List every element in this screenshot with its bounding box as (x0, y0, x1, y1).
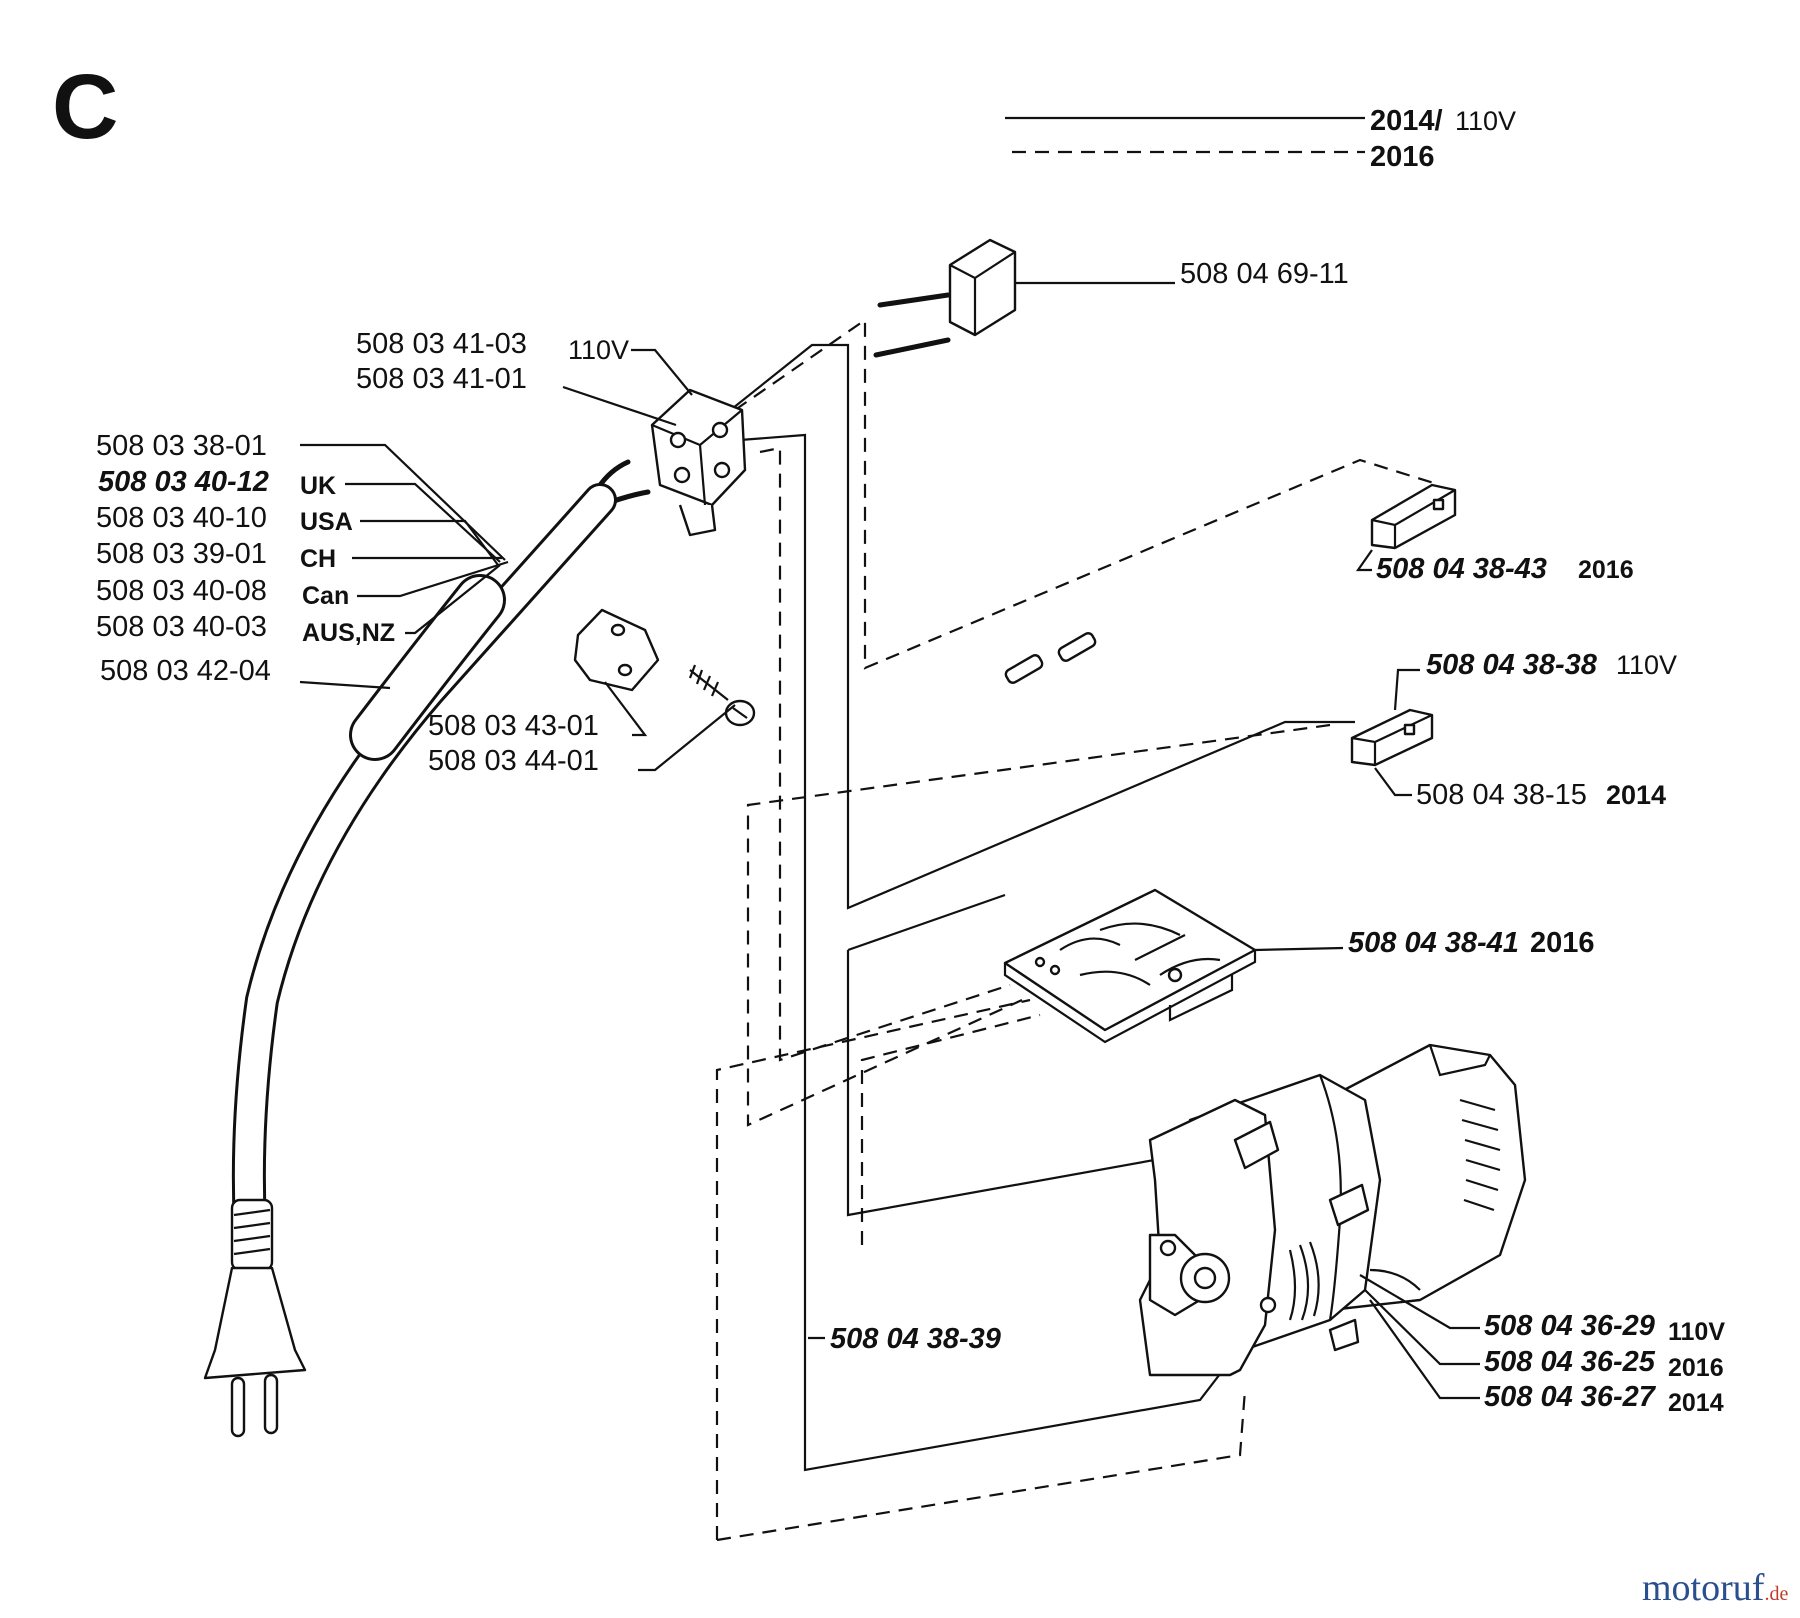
capacitor-lead-a (877, 292, 951, 308)
cord-sleeve-inner (352, 577, 503, 758)
label-brush-110: 508 04 38-38 (1426, 649, 1598, 681)
label-cord-can: 508 03 40-08 (96, 575, 267, 607)
label-board: 508 04 38-41 (1348, 927, 1519, 959)
label-cord-usa: 508 03 40-10 (96, 502, 267, 534)
brush-110 (1350, 708, 1434, 767)
leader-board (1254, 946, 1344, 952)
motor-brush-holder-side (1328, 1183, 1370, 1227)
label-motor-2014: 508 04 36-27 (1484, 1381, 1657, 1413)
leader-screw (638, 704, 736, 772)
plug-pin-b (263, 1373, 279, 1435)
wire-dashed-motor-a (860, 1013, 1041, 1245)
legend-dashed-label: 2016 (1370, 141, 1435, 173)
tag-cord-uk: UK (300, 472, 336, 500)
circuit-board (1003, 888, 1257, 1044)
motor-brush-holder-top (1233, 1120, 1280, 1170)
leader-clamp (604, 681, 648, 737)
label-brush-2014: 508 04 38-15 (1416, 779, 1587, 811)
tag-board: 2016 (1530, 927, 1595, 959)
label-screw: 508 03 44-01 (428, 745, 599, 777)
brush-2016-body (1370, 483, 1457, 550)
leader-cord-usa (360, 519, 499, 566)
legend-solid-label: 2014/ (1370, 105, 1443, 137)
section-letter: C (52, 56, 118, 158)
connector-pin-a (1004, 654, 1044, 684)
leader-switch-b (562, 385, 677, 427)
connector-pin-b (1057, 632, 1097, 662)
motor (1138, 1043, 1527, 1377)
label-switch-tag: 110V (568, 335, 629, 365)
tag-motor-110: 110V (1668, 1318, 1725, 1346)
brush-110-body (1350, 708, 1434, 767)
capacitor-lead-b (873, 337, 951, 358)
tag-brush-110: 110V (1616, 650, 1677, 680)
wiring (715, 317, 1441, 1542)
wire-dashed-board-a (759, 446, 1011, 1062)
leader-cord-uk (345, 482, 501, 563)
tag-cord-aus: AUS,NZ (302, 619, 395, 647)
leader-brush-110 (1393, 668, 1420, 711)
wire-dashed-loop (715, 998, 1031, 1540)
wire-solid-board (847, 893, 1006, 952)
leader-cord-can (357, 560, 509, 598)
tag-motor-2016: 2016 (1668, 1354, 1724, 1382)
watermark-suffix: .de (1764, 1583, 1788, 1605)
wire-solid-brush (717, 343, 1355, 910)
wire-solid-trunk (739, 433, 1251, 1472)
leader-motor-2016 (1364, 1289, 1480, 1366)
switch (650, 388, 747, 537)
capacitor (873, 238, 1175, 358)
watermark: motoruf.de (1642, 1567, 1788, 1609)
legend-solid-suffix: 110V (1455, 106, 1516, 136)
label-switch-a: 508 03 41-03 (356, 328, 527, 360)
tag-brush-2014: 2014 (1606, 780, 1666, 810)
label-clamp: 508 03 43-01 (428, 710, 599, 742)
plug-body (203, 1266, 307, 1380)
label-motor-2016: 508 04 36-25 (1484, 1346, 1656, 1378)
leader-cord-sleeve (299, 680, 391, 690)
brush-2016 (1370, 483, 1457, 550)
wire-dashed-motor-b (716, 1389, 1247, 1542)
tag-motor-2014: 2014 (1668, 1389, 1724, 1417)
capacitor-body (948, 238, 1017, 337)
label-cord-1: 508 03 38-01 (96, 430, 267, 462)
leader-cord-1 (300, 443, 506, 561)
label-cord-ch: 508 03 39-01 (96, 538, 267, 570)
watermark-text: motoruf (1642, 1567, 1765, 1609)
switch-body (650, 388, 747, 507)
motor-rear-housing (1323, 1043, 1527, 1312)
legend: 2014/ 110V 2016 (1005, 105, 1516, 173)
leader-cord-aus (405, 564, 501, 635)
label-brush-2016: 508 04 38-43 (1376, 553, 1547, 585)
leader-brush-2016 (1355, 549, 1373, 572)
label-cord-sleeve: 508 03 42-04 (100, 655, 271, 687)
label-wire-set: 508 04 38-39 (830, 1323, 1001, 1355)
leader-motor-2014 (1369, 1299, 1480, 1400)
leader-switch-tag (631, 348, 693, 396)
cord-inner (234, 486, 614, 1239)
wire-dashed-brush-2016 (734, 317, 1441, 670)
label-cord-aus: 508 03 40-03 (96, 611, 267, 643)
label-cord-uk: 508 03 40-12 (98, 466, 269, 498)
leader-brush-2014 (1374, 767, 1412, 797)
plug-pin-a (230, 1376, 246, 1438)
label-motor-110: 508 04 36-29 (1484, 1310, 1655, 1342)
clamp-body (573, 608, 660, 692)
tag-cord-can: Can (302, 582, 349, 610)
wire-dashed-board-b (746, 723, 1331, 1127)
label-capacitor: 508 04 69-11 (1180, 258, 1349, 290)
power-cord (203, 459, 651, 1438)
tag-cord-usa: USA (300, 508, 353, 536)
label-switch-b: 508 03 41-01 (356, 363, 527, 395)
tag-cord-ch: CH (300, 545, 336, 573)
leader-motor-110 (1359, 1274, 1480, 1330)
cord-clamp (573, 608, 660, 692)
tag-brush-2016: 2016 (1578, 556, 1634, 584)
